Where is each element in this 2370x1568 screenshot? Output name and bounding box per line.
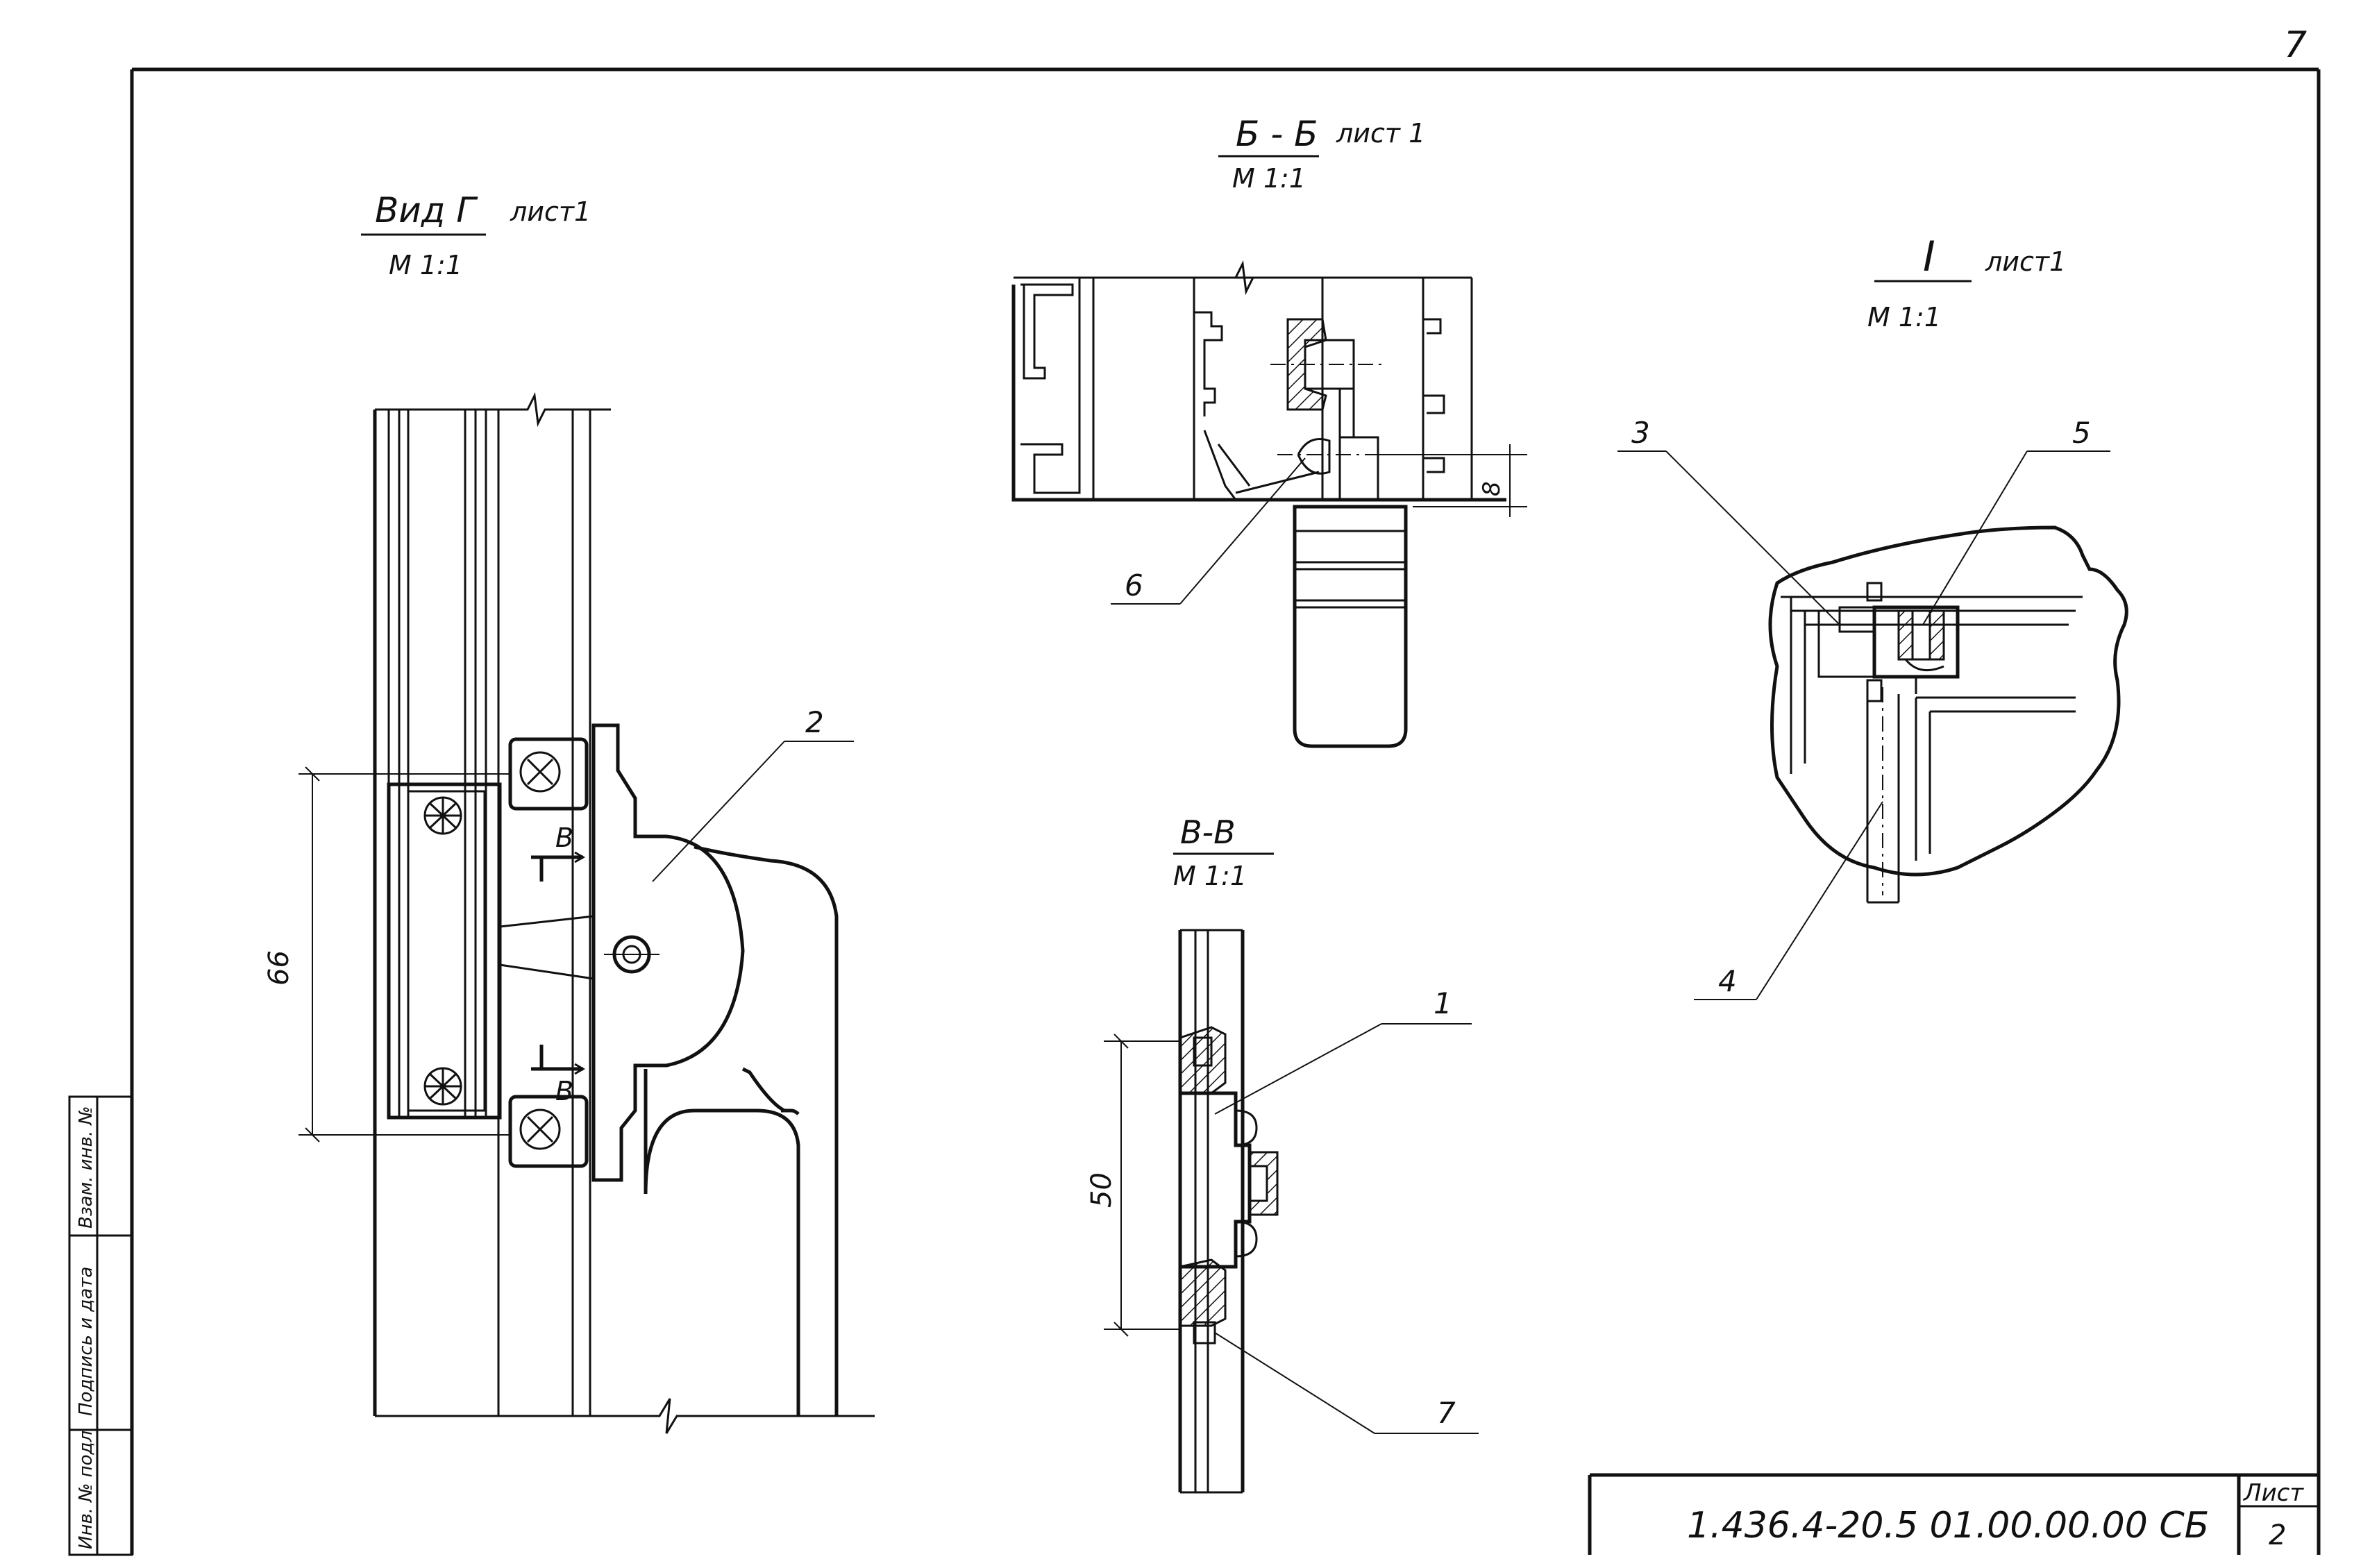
section-mark-lower: В [555,1076,573,1106]
detail-i-scale: М 1:1 [1867,302,1941,332]
dimension-66-label: 66 [263,950,295,986]
callout-2-label: 2 [805,705,824,739]
dimension-50-label: 50 [1086,1172,1118,1208]
dimension-50: 50 [1086,1034,1180,1337]
detail-i-sheet-ref: лист1 [1985,246,2066,277]
section-bb: Б - Б лист 1 М 1:1 [1011,114,1527,748]
vv-scale: М 1:1 [1173,861,1247,891]
bb-title: Б - Б [1236,114,1318,154]
view-vid-g: Вид Г лист1 М 1:1 [263,190,875,1434]
callout-7-label: 7 [1437,1396,1456,1430]
callout-6: 6 [1111,457,1306,605]
side-stamp: Взам. инв. № Подпись и дата Инв. № подл [68,1095,133,1556]
dimension-8: 8 [1378,444,1527,517]
callout-5-label: 5 [2072,416,2091,450]
callout-5: 5 [1922,416,2110,625]
title-block: 1.436.4-20.5 01.00.00.00 СБ Лист 2 [1588,1473,2319,1555]
stamp-cell-replacement: Взам. инв. № [76,1106,96,1229]
bb-scale: М 1:1 [1232,163,1306,194]
stamp-cell-signature: Подпись и дата [76,1267,96,1416]
callout-3-label: 3 [1631,416,1650,450]
page-number: 7 [2284,24,2307,66]
callout-3: 3 [1617,416,1840,625]
section-vv: В-В М 1:1 50 1 [1086,813,1479,1494]
callout-1-label: 1 [1434,986,1452,1020]
dimension-8-label: 8 [1478,481,1506,496]
callout-4-label: 4 [1718,964,1737,998]
detail-i: I лист1 М 1:1 3 5 [1617,233,2128,1000]
sheet-label: Лист [2242,1479,2304,1507]
callout-4: 4 [1694,801,1883,1000]
vid-g-sheet-ref: лист1 [510,196,591,227]
vid-g-scale: М 1:1 [389,250,462,280]
bb-sheet-ref: лист 1 [1336,118,1425,149]
stamp-cell-inventory: Инв. № подл [76,1431,96,1549]
callout-1: 1 [1214,986,1472,1115]
sheet-number: 2 [2269,1519,2286,1551]
callout-2: 2 [652,705,854,882]
callout-6-label: 6 [1125,568,1143,602]
detail-i-title: I [1923,233,1935,281]
document-designation: 1.436.4-20.5 01.00.00.00 СБ [1687,1505,2209,1546]
section-mark-upper: В [555,823,573,853]
callout-7: 7 [1214,1332,1479,1434]
vv-title: В-В [1180,813,1236,851]
dimension-66: 66 [263,766,510,1143]
vid-g-title: Вид Г [375,190,478,230]
